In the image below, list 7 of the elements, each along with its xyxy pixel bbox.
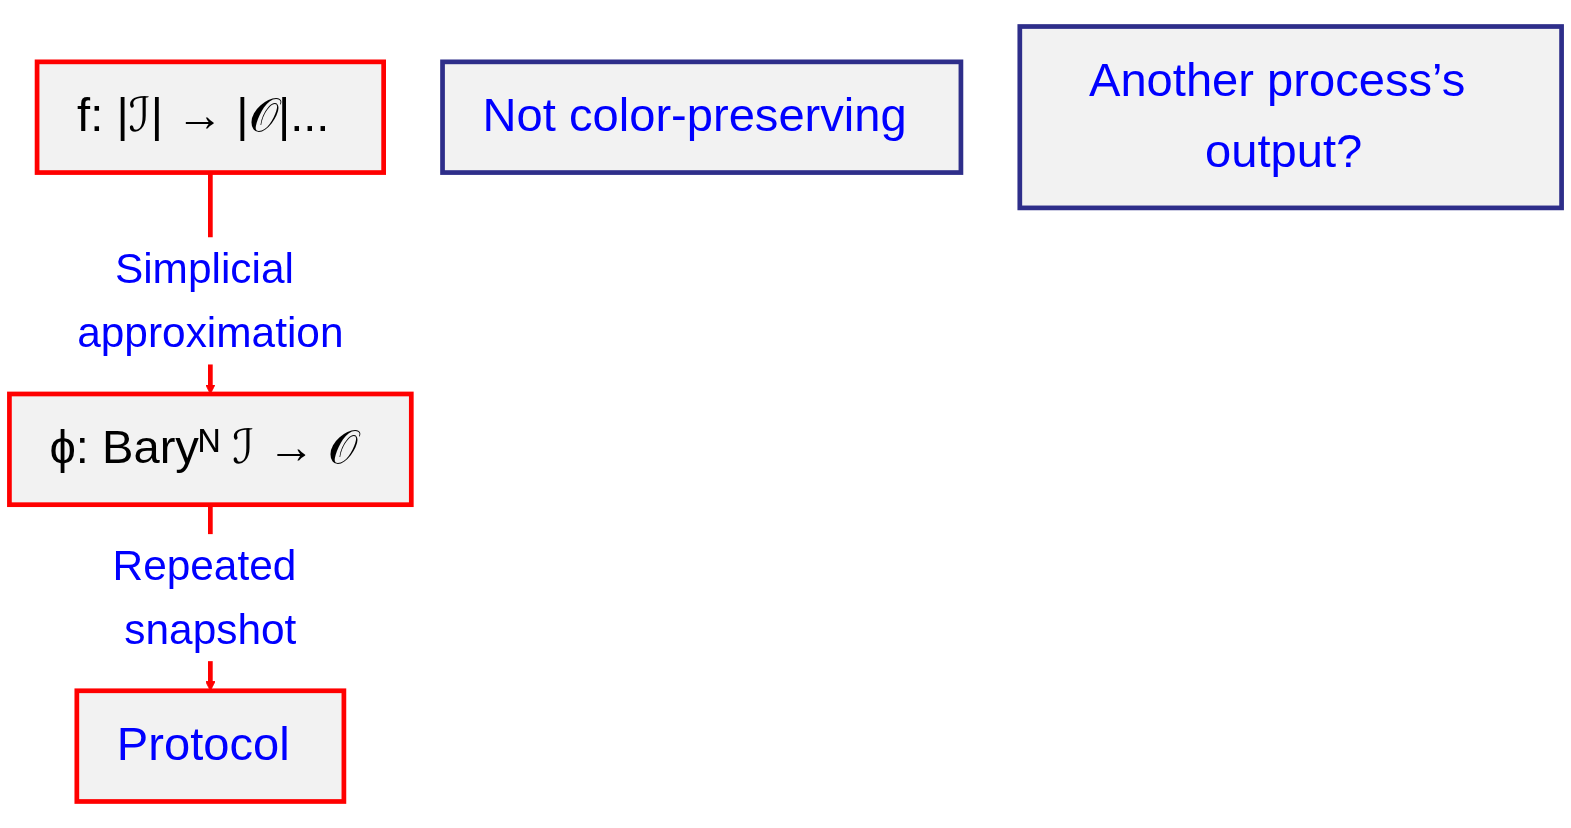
edge-label: Repeated snapshot [112, 541, 297, 654]
node-box: Not color-preserving [440, 59, 964, 175]
node-box: f: |ℐ| → |𝒪|... [34, 59, 386, 175]
edge-label: Simplicial approximation [77, 244, 344, 357]
node-box: ϕ: Baryᴺ ℐ → 𝒪 [7, 391, 414, 508]
node-box: Another process’s output? [1017, 24, 1564, 211]
node-box: Protocol [74, 688, 347, 804]
